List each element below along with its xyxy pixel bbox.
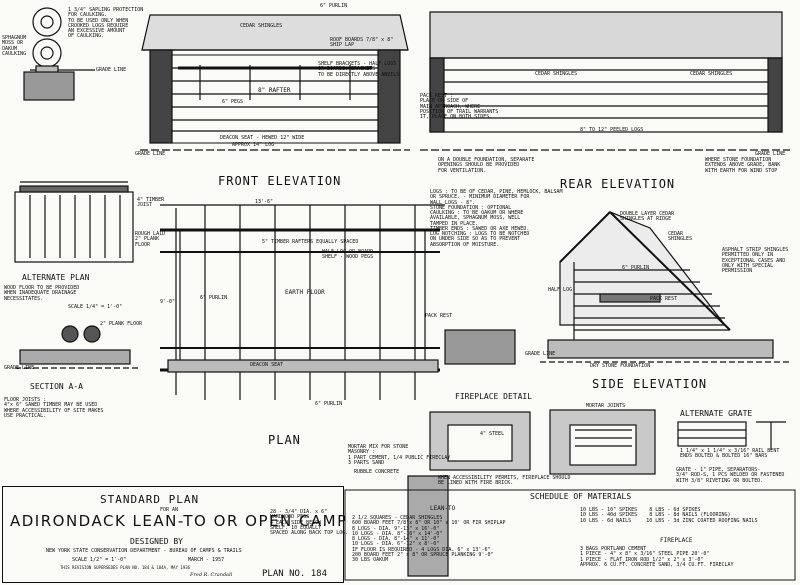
plan-half-log: HALF LOG OR BOARD SHELF - WOOD PEGS xyxy=(322,249,374,261)
materials-leanto-lines: 2 1/2 SQUARES - CEDAR SHINGLES 600 BOARD… xyxy=(352,515,506,563)
front-grade-line: GRADE LINE xyxy=(135,151,166,157)
title-standard-plan: STANDARD PLAN xyxy=(100,493,200,506)
front-cedar-shingles: CEDAR SHINGLES xyxy=(240,23,283,29)
materials-fireplace-title: FIREPLACE xyxy=(660,537,693,544)
alt-plan-scale: SCALE 1/4" = 1'-0" xyxy=(68,304,123,310)
grate-title: ALTERNATE GRATE xyxy=(680,409,753,418)
top-left-grade-line: GRADE LINE xyxy=(96,67,127,73)
side-pack-rest: PACK REST xyxy=(650,296,678,302)
side-half-log: HALF LOG xyxy=(548,287,573,293)
rear-peeled-logs: 8" TO 12" PEELED LOGS xyxy=(580,127,644,133)
fireplace-mortar-joints: MORTAR JOINTS xyxy=(586,403,626,409)
title-signature: Fred R. Crandall xyxy=(190,572,233,578)
spec-notes: LOGS : TO BE OF CEDAR, PINE, HEMLOCK, BA… xyxy=(430,189,563,248)
sphagnum-note: SPHAGNUM MOSS OR OAKUM CAULKING xyxy=(2,35,27,57)
front-elevation-drawing xyxy=(140,14,410,151)
section-floor-joists: FLOOR JOISTS : 4"x 6" SAWED TIMBER MAY B… xyxy=(4,397,104,419)
materials-title: SCHEDULE OF MATERIALS xyxy=(530,492,632,501)
alternate-plan-drawing xyxy=(14,181,134,263)
rear-elevation-drawing xyxy=(420,11,790,151)
materials-leanto-title: LEAN-TO xyxy=(430,505,456,512)
fireplace-rubble: RUBBLE CONCRETE xyxy=(354,469,400,475)
front-roof-boards: ROOF BOARDS 7/8" x 8" SHIP LAP xyxy=(330,37,394,49)
side-dry-stone: DRY STONE FOUNDATION xyxy=(590,363,651,369)
materials-fireplace-lines: 3 BAGS PORTLAND CEMENT 1 PIECE - 4" x 8"… xyxy=(580,546,734,568)
caulking-detail xyxy=(23,7,95,101)
pack-rest-note: PACK REST : PLACE ON SIDE OF MAIN APPROA… xyxy=(420,93,499,120)
alt-plan-note: WOOD FLOOR TO BE PROVIDED WHEN INADEQUAT… xyxy=(4,285,80,302)
front-seat-log: APPROX 14" LOG xyxy=(232,142,275,148)
alt-plan-rough-laid: ROUGH LAID 2" PLANK FLOOR xyxy=(135,231,166,248)
side-purlin: 6" PURLIN xyxy=(622,265,650,271)
plan-purlin-2: 6" PURLIN xyxy=(315,401,343,407)
front-purlin: 6" PURLIN xyxy=(320,3,348,9)
title-plan-no: PLAN NO. 184 xyxy=(262,569,328,579)
alt-plan-timber-joist: 4" TIMBER JOIST xyxy=(137,197,165,209)
rear-grade-line: GRADE LINE xyxy=(755,151,786,157)
alternate-grate-drawing xyxy=(677,421,786,450)
plan-rafters-note: 5" TIMBER RAFTERS EQUALLY SPACED xyxy=(262,239,359,245)
front-elevation-title: FRONT ELEVATION xyxy=(218,174,342,188)
rear-elevation-title: REAR ELEVATION xyxy=(560,177,676,191)
rear-cedar-shingles-2: CEDAR SHINGLES xyxy=(690,71,733,77)
fireplace-steel: 4" STEEL xyxy=(480,431,505,437)
title-name: ADIRONDACK LEAN-TO OR OPEN CAMP xyxy=(10,512,348,530)
title-scale: SCALE 1/2" = 1'-0" xyxy=(72,557,127,563)
plan-earth-floor: EARTH FLOOR xyxy=(285,289,325,296)
alt-plan-title: ALTERNATE PLAN xyxy=(22,273,90,282)
plan-purlin: 6" PURLIN xyxy=(200,295,228,301)
side-elevation-drawing xyxy=(444,211,790,365)
title-block xyxy=(2,486,344,583)
fireplace-mortar-mix: MORTAR MIX FOR STONE MASONRY : 1 PART CE… xyxy=(348,444,451,466)
section-plank: 2" PLANK FLOOR xyxy=(100,321,143,327)
fireplace-detail-drawing xyxy=(407,409,656,577)
materials-nails-lines: 10 LBS - 10" SPIKES 8 LBS - 6d SPIKES 10… xyxy=(580,507,758,524)
plan-title: PLAN xyxy=(268,433,301,447)
side-grade-line: GRADE LINE xyxy=(525,351,556,357)
title-dept: NEW YORK STATE CONSERVATION DEPARTMENT -… xyxy=(46,548,242,554)
materials-box-outline xyxy=(344,489,796,581)
fireplace-title: FIREPLACE DETAIL xyxy=(455,392,533,401)
front-shelf-brackets: SHELF BRACKETS - HALF LOGS OR BOARDS. BR… xyxy=(318,61,400,78)
pegs-note: 28 - 3/4" DIA. x 6" HARDWOOD PEGS 4 EACH… xyxy=(270,509,349,536)
front-seat: DEACON SEAT - HEWED 12" WIDE xyxy=(220,135,305,141)
side-cedar-shingles: CEDAR SHINGLES xyxy=(668,231,693,243)
front-pegs: 6" PEGS xyxy=(222,99,244,105)
title-revision: THIS REVISION SUPERSEDES PLAN NO. 184 & … xyxy=(60,565,191,570)
title-date: MARCH - 1957 xyxy=(188,557,225,563)
section-grade-line: GRADE LINE xyxy=(4,365,35,371)
section-aa-drawing xyxy=(15,325,140,369)
front-rafter: 8" RAFTER xyxy=(258,87,291,94)
plan-dim-side: 9'-0" xyxy=(160,299,176,305)
plan-pack-rest: PACK REST xyxy=(425,313,453,319)
plan-deacon-seat: DEACON SEAT xyxy=(250,362,284,368)
side-double-layer: DOUBLE LAYER CEDAR SHINGLES AT RIDGE xyxy=(620,211,675,223)
sapling-note: 1 3/4" SAPLING PROTECTION FOR CAULKING. … xyxy=(68,7,144,40)
title-for-an: FOR AN xyxy=(160,507,179,513)
side-elevation-title: SIDE ELEVATION xyxy=(592,377,708,391)
rear-cedar-shingles-1: CEDAR SHINGLES xyxy=(535,71,578,77)
grate-note-2: GRATE - 1" PIPE, SEPARATORS- 3/4" ROD-S,… xyxy=(676,467,785,484)
grate-note-1: 1 1/4" x 1 1/4" x 3/16" RAIL BENT ENDS B… xyxy=(680,448,780,460)
section-title: SECTION A-A xyxy=(30,382,83,391)
plan-dim-top: 13'-6" xyxy=(255,199,274,205)
foundation-note: ON A DOUBLE FOUNDATION, SEPARATE OPENING… xyxy=(438,157,535,174)
plan-drawing xyxy=(160,204,445,400)
title-designed-by: DESIGNED BY xyxy=(130,537,183,546)
fireplace-firebrick: WHEN ACCESSIBILITY PERMITS, FIREPLACE SH… xyxy=(438,475,571,487)
side-asphalt: ASPHALT STRIP SHINGLES PERMITTED ONLY IN… xyxy=(722,247,789,274)
rear-where-stone: WHERE STONE FOUNDATION EXTENDS ABOVE GRA… xyxy=(705,157,781,174)
